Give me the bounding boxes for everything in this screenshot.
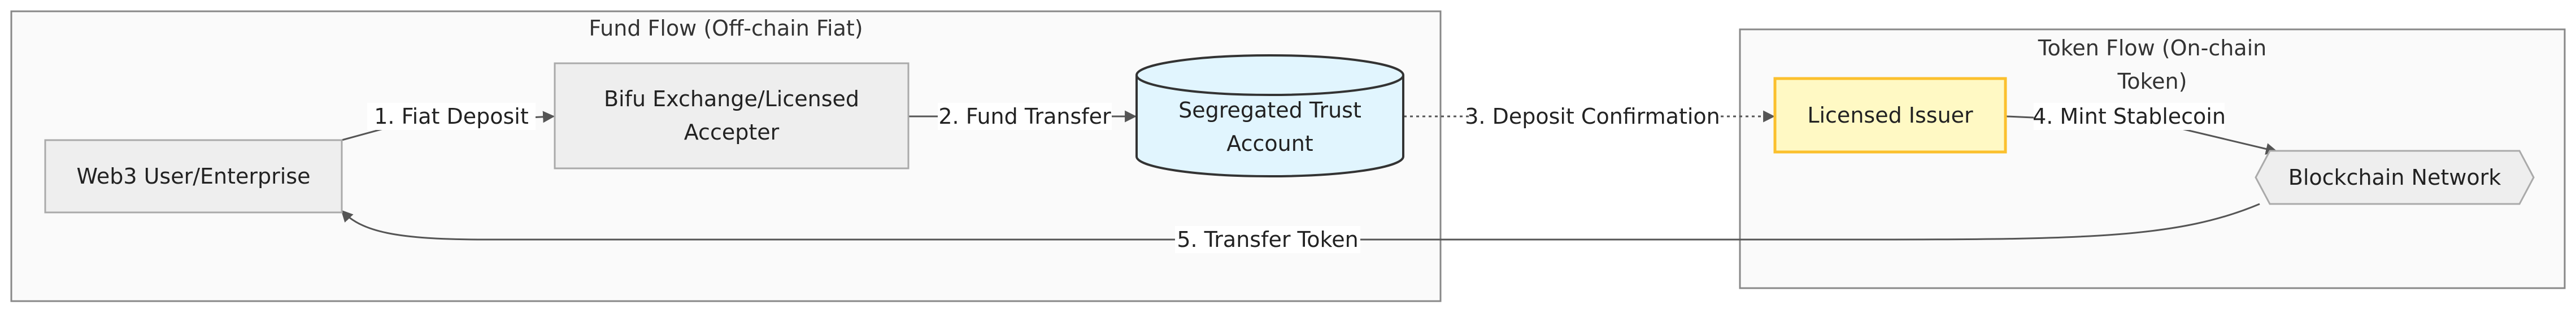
edge-label-deposit-confirmation: 3. Deposit Confirmation xyxy=(1465,103,1720,130)
node-licensed-issuer-shape xyxy=(1773,77,2007,154)
node-web3-user[interactable]: Web3 User/Enterprise xyxy=(76,163,311,189)
cluster-fund-flow-title: Fund Flow (Off-chain Fiat) xyxy=(589,15,863,41)
node-bifu-exchange-shape xyxy=(554,62,910,169)
edge-label-mint-stablecoin: 4. Mint Stablecoin xyxy=(2033,103,2226,130)
node-trust-account-shape xyxy=(1135,54,1404,177)
edge-transfer-token xyxy=(341,203,2260,241)
node-licensed-issuer[interactable]: Licensed Issuer xyxy=(1807,102,1973,128)
node-blockchain-network-shape xyxy=(2255,150,2535,205)
node-web3-user-shape xyxy=(44,139,343,214)
cluster-token-flow-title: Token Flow (On-chain Token) xyxy=(2038,36,2267,94)
edge-label-fund-transfer: 2. Fund Transfer xyxy=(938,103,1112,130)
edge-label-transfer-token: 5. Transfer Token xyxy=(1175,226,1360,253)
node-trust-account[interactable]: Segregated Trust Account xyxy=(1178,98,1361,156)
node-blockchain-network[interactable]: Blockchain Network xyxy=(2288,164,2501,190)
node-bifu-exchange[interactable]: Bifu Exchange/Licensed Accepter xyxy=(603,86,860,145)
edge-label-fiat-deposit: 1. Fiat Deposit xyxy=(367,103,536,130)
